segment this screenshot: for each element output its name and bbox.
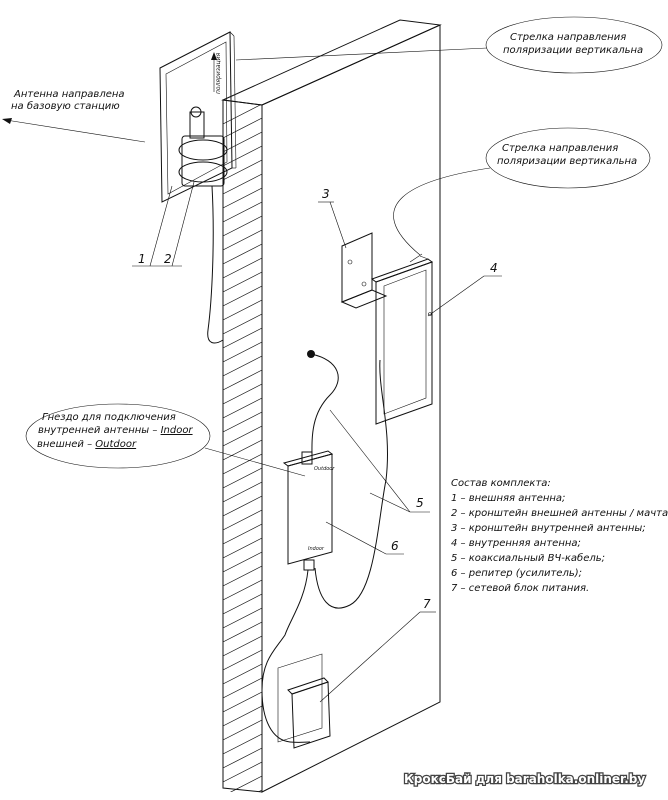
- hatch-line: [223, 397, 262, 419]
- hatch-line: [223, 775, 262, 792]
- outer-antenna: поляризация: [159, 31, 237, 203]
- hatch-line: [223, 621, 262, 643]
- number-labels: 1 2 3 4 5 6 7: [132, 181, 502, 703]
- hatch-line: [223, 425, 262, 447]
- hatch-line: [223, 201, 262, 223]
- hatch-line: [223, 285, 262, 307]
- hatch-line: [223, 719, 262, 741]
- hatch-line: [223, 481, 262, 503]
- outer-arrow-line-1: Стрелка направления: [510, 32, 626, 43]
- outdoor-mark: Outdoor: [314, 466, 335, 472]
- hatch-line: [223, 747, 262, 769]
- hatch-line: [223, 439, 262, 461]
- callout-antenna-direction: Антенна направлена на базовую станцию: [2, 89, 146, 143]
- hatch-line: [223, 579, 262, 601]
- coax-cables: [207, 185, 388, 743]
- hatch-line: [223, 495, 262, 517]
- hatch-line: [223, 341, 262, 363]
- legend-item-5: 5 – коаксиальный ВЧ-кабель;: [451, 552, 605, 564]
- hatch-line: [223, 229, 262, 251]
- socket-line-1: Гнездо для подключения: [42, 412, 176, 423]
- hatch-line: [223, 159, 262, 181]
- antenna-direction-line-2: на базовую станцию: [11, 100, 120, 112]
- number-4: 4: [490, 261, 498, 275]
- watermark: КроксБай для baraholka.onliner.by: [403, 771, 647, 788]
- socket-line-3: внешней – Outdoor: [37, 439, 137, 450]
- hatch-line: [223, 663, 262, 685]
- antenna-direction-line-1: Антенна направлена: [13, 89, 125, 100]
- hatch-line: [223, 313, 262, 335]
- hatch-line: [223, 369, 262, 391]
- hatch-line: [223, 145, 262, 167]
- hatch-line: [223, 537, 262, 559]
- hatch-line: [223, 117, 262, 139]
- legend-item-7: 7 – сетевой блок питания.: [451, 582, 589, 594]
- hatch-line: [223, 551, 262, 573]
- hatch-line: [223, 355, 262, 377]
- kit-legend: Состав комплекта: 1 – внешняя антенна; 2…: [451, 478, 668, 594]
- outer-bracket: [178, 106, 228, 187]
- hatch-line: [223, 411, 262, 433]
- hatch-line: [223, 649, 262, 671]
- hatch-line: [223, 733, 262, 755]
- legend-item-1: 1 – внешняя антенна;: [451, 493, 565, 504]
- legend-title: Состав комплекта:: [451, 478, 551, 489]
- hatch-line: [223, 467, 262, 489]
- hatch-line: [223, 523, 262, 545]
- outer-arrow-line-2: поляризации вертикальна: [503, 45, 643, 56]
- legend-item-3: 3 – кронштейн внутренней антенны;: [451, 523, 646, 534]
- hatch-line: [223, 565, 262, 587]
- hatch-line: [223, 677, 262, 699]
- hatch-line: [223, 173, 262, 195]
- hatch-line: [223, 105, 262, 125]
- callout-inner-arrow: Стрелка направления поляризации вертикал…: [393, 127, 651, 256]
- hatch-line: [223, 691, 262, 713]
- hatch-line: [223, 509, 262, 531]
- repeater: Outdoor Indoor: [282, 450, 335, 571]
- legend-item-6: 6 – репитер (усилитель);: [451, 568, 582, 579]
- hatch-line: [223, 383, 262, 405]
- hatch-line: [223, 187, 262, 209]
- wall: [221, 19, 442, 793]
- number-1: 1: [138, 252, 146, 266]
- hatch-line: [223, 761, 262, 783]
- hatch-line: [223, 271, 262, 293]
- wall-hatching: [223, 105, 262, 792]
- hatch-line: [223, 327, 262, 349]
- number-3: 3: [322, 187, 330, 201]
- hatch-line: [223, 635, 262, 657]
- hatch-line: [223, 131, 262, 153]
- inner-bracket: [340, 232, 388, 309]
- number-5: 5: [416, 496, 424, 510]
- hatch-line: [223, 453, 262, 475]
- hatch-line: [223, 215, 262, 237]
- hatch-line: [223, 257, 262, 279]
- power-supply: [277, 653, 331, 749]
- legend-item-4: 4 – внутренняя антенна;: [451, 538, 581, 549]
- inner-arrow-line-1: Стрелка направления: [502, 143, 618, 154]
- socket-line-2: внутренней антенны – Indoor: [38, 425, 193, 436]
- callout-socket: Гнездо для подключения внутренней антенн…: [25, 403, 306, 477]
- hatch-line: [223, 299, 262, 321]
- polarization-mark: поляризация: [215, 52, 222, 94]
- number-2: 2: [164, 252, 172, 266]
- indoor-mark: Indoor: [308, 546, 325, 552]
- number-7: 7: [423, 597, 431, 611]
- inner-arrow-line-2: поляризации вертикальна: [497, 156, 637, 167]
- watermark-text: КроксБай для baraholka.onliner.by: [404, 772, 645, 786]
- inner-antenna: [370, 253, 434, 425]
- callout-outer-arrow: Стрелка направления поляризации вертикал…: [235, 16, 663, 74]
- legend-item-2: 2 – кронштейн внешней антенны / мачта;: [451, 508, 668, 519]
- hatch-line: [223, 607, 262, 629]
- hatch-line: [223, 705, 262, 727]
- hatch-line: [223, 593, 262, 615]
- number-6: 6: [391, 539, 399, 553]
- hatch-line: [223, 243, 262, 265]
